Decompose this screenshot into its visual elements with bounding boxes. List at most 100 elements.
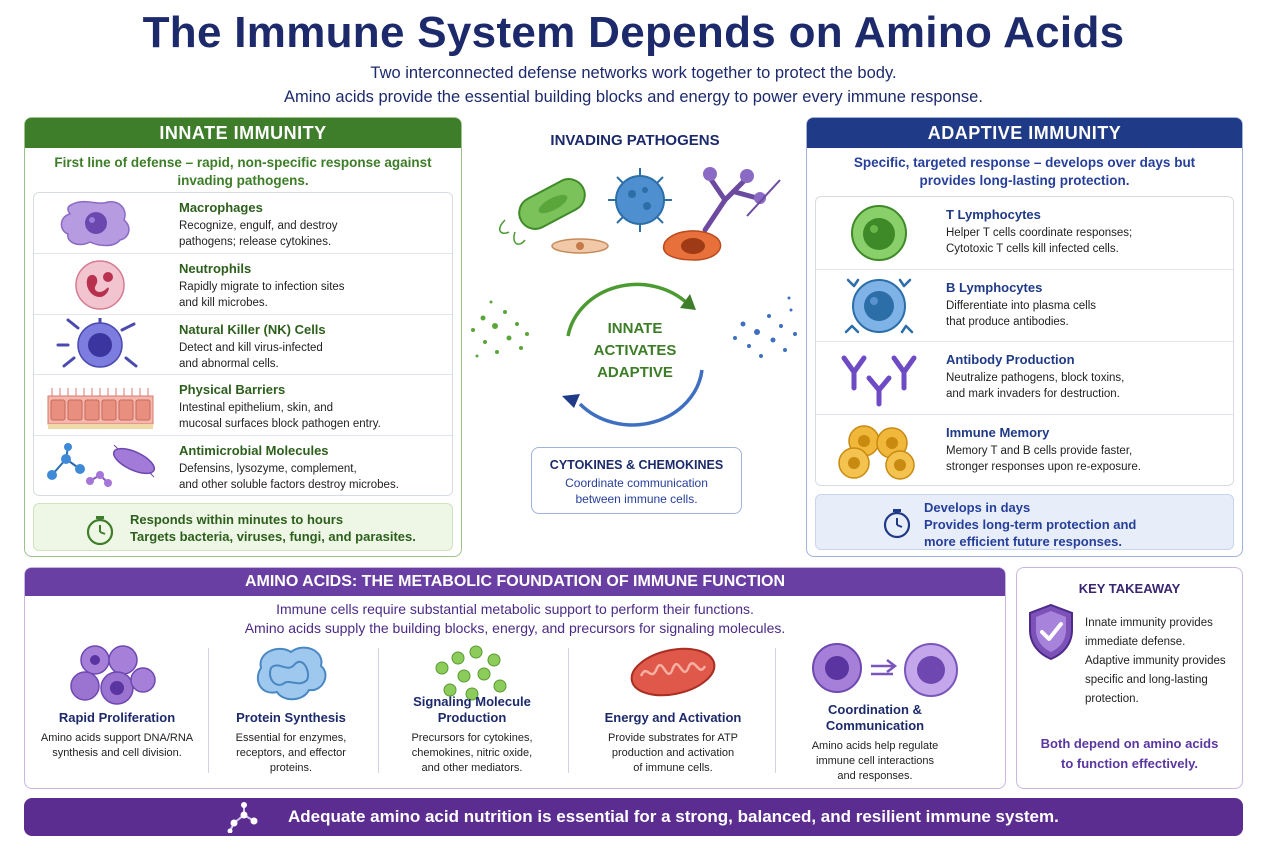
amino-column-desc: Precursors for cytokines, chemokines, ni… xyxy=(411,732,533,774)
amino-column-desc: Essential for enzymes, receptors, and ef… xyxy=(235,732,347,774)
key-takeaway-footer: Both depend on amino acids to function e… xyxy=(1040,736,1219,771)
item-name: Antibody Production xyxy=(946,352,1075,367)
macrophage-icon xyxy=(60,200,130,247)
amino-desc-1: Immune cells require substantial metabol… xyxy=(276,601,754,617)
adaptive-note-line-1: Develops in days xyxy=(924,500,1031,515)
list-item: Macrophages Recognize, engulf, and destr… xyxy=(34,193,452,254)
innate-description: First line of defense – rapid, non-speci… xyxy=(54,155,432,188)
divider xyxy=(208,648,209,773)
item-name: B Lymphocytes xyxy=(946,279,1043,295)
page-subtitle-2: Amino acids provide the essential buildi… xyxy=(284,88,983,106)
item-name: Immune Memory xyxy=(946,424,1050,440)
innate-timing-note: Responds within minutes to hours Targets… xyxy=(33,503,453,551)
list-item: Antimicrobial Molecules Defensins, lysoz… xyxy=(34,436,452,497)
cycle-line-2: ACTIVATES xyxy=(593,342,677,359)
amino-column-desc: Provide substrates for ATP production an… xyxy=(607,732,739,774)
item-name: Neutrophils xyxy=(179,260,252,276)
molecule-icon xyxy=(47,443,156,488)
t-cell-icon xyxy=(851,205,907,261)
signal-dots-right-icon xyxy=(733,296,797,358)
adaptive-immunity-panel: ADAPTIVE IMMUNITY Specific, targeted res… xyxy=(806,117,1243,557)
item-name: Antimicrobial Molecules xyxy=(179,443,329,459)
list-item: Antibody Production Neutralize pathogens… xyxy=(816,342,1233,415)
list-item: T Lymphocytes Helper T cells coordinate … xyxy=(816,197,1233,270)
item-desc: Neutralize pathogens, block toxins, and … xyxy=(946,372,1125,400)
list-item: Neutrophils Rapidly migrate to infection… xyxy=(34,254,452,315)
list-item: B Lymphocytes Differentiate into plasma … xyxy=(816,270,1233,342)
protein-icon xyxy=(256,646,327,701)
divider xyxy=(775,648,776,773)
bottom-banner: Adequate amino acid nutrition is essenti… xyxy=(24,798,1243,836)
epithelium-icon xyxy=(47,388,154,430)
adaptive-cell-list: T Lymphocytes Helper T cells coordinate … xyxy=(815,196,1234,486)
banner-text: Adequate amino acid nutrition is essenti… xyxy=(288,807,1059,826)
amino-column-name: Coordination & Communication xyxy=(825,702,925,733)
mitochondria-icon xyxy=(630,647,716,697)
stopwatch-icon xyxy=(883,509,911,539)
adaptive-note-line-2: Provides long-term protection and xyxy=(924,517,1137,532)
page-subtitle-1: Two interconnected defense networks work… xyxy=(370,64,897,82)
list-item: Physical Barriers Intestinal epithelium,… xyxy=(34,375,452,437)
signaling-molecules-icon xyxy=(435,645,507,701)
item-desc: Memory T and B cells provide faster, str… xyxy=(946,444,1141,473)
activation-cycle-icon xyxy=(562,282,704,427)
memory-cells-icon xyxy=(838,424,915,480)
key-takeaway-title: KEY TAKEAWAY xyxy=(1078,581,1181,596)
cytokines-title: CYTOKINES & CHEMOKINES xyxy=(549,458,724,472)
pathogens-title: INVADING PATHOGENS xyxy=(550,132,720,149)
amino-column-name: Energy and Activation xyxy=(604,710,742,725)
item-name: Physical Barriers xyxy=(179,382,286,398)
cycle-label: INNATE ACTIVATES ADAPTIVE xyxy=(560,318,710,384)
item-desc: Recognize, engulf, and destroy pathogens… xyxy=(179,220,338,248)
divider xyxy=(568,648,569,773)
innate-note-line-1: Responds within minutes to hours xyxy=(130,512,344,527)
cycle-line-1: INNATE xyxy=(607,320,663,337)
item-name: Macrophages xyxy=(179,200,263,215)
item-desc: Differentiate into plasma cells that pro… xyxy=(946,299,1096,328)
amino-column: Rapid Proliferation Amino acids support … xyxy=(25,638,209,786)
pathogens-illustration-icon xyxy=(499,167,781,261)
list-item: Natural Killer (NK) Cells Detect and kil… xyxy=(34,315,452,376)
page-title: The Immune System Depends on Amino Acids xyxy=(142,8,1125,57)
shield-check-icon xyxy=(1029,603,1073,661)
neutrophil-icon xyxy=(75,260,125,310)
divider xyxy=(378,648,379,773)
cytokines-desc: Coordinate communication between immune … xyxy=(565,476,708,506)
nk-cell-icon xyxy=(56,317,138,368)
item-desc: Rapidly migrate to infection sites and k… xyxy=(179,280,345,309)
innate-title: INNATE IMMUNITY xyxy=(25,118,461,148)
item-desc: Helper T cells coordinate responses; Cyt… xyxy=(946,227,1133,255)
amino-column: Energy and Activation Provide substrates… xyxy=(581,638,765,786)
list-item: Immune Memory Memory T and B cells provi… xyxy=(816,415,1233,488)
key-takeaway-text: Innate immunity provides immediate defen… xyxy=(1085,617,1226,705)
adaptive-description: Specific, targeted response – develops o… xyxy=(853,155,1196,188)
adaptive-note-line-3: more efficient future responses. xyxy=(924,534,1122,549)
adaptive-title: ADAPTIVE IMMUNITY xyxy=(807,118,1242,148)
item-name: T Lymphocytes xyxy=(946,207,1041,222)
key-takeaway-box: KEY TAKEAWAY Innate immunity provides im… xyxy=(1016,567,1243,789)
item-desc: Intestinal epithelium, skin, and mucosal… xyxy=(179,402,381,431)
innate-cell-list: Macrophages Recognize, engulf, and destr… xyxy=(33,192,453,496)
innate-immunity-panel: INNATE IMMUNITY First line of defense – … xyxy=(24,117,462,557)
cycle-line-3: ADAPTIVE xyxy=(597,364,673,381)
amino-column-name: Signaling Molecule Production xyxy=(413,694,531,725)
item-desc: Defensins, lysozyme, complement, and oth… xyxy=(179,463,399,492)
b-cell-icon xyxy=(844,278,914,333)
stopwatch-icon xyxy=(86,516,114,546)
amino-title: AMINO ACIDS: THE METABOLIC FOUNDATION OF… xyxy=(25,568,1005,596)
amino-column-desc: Amino acids help regulate immune cell in… xyxy=(811,740,939,782)
dividing-cells-icon xyxy=(70,645,156,705)
cytokines-box: CYTOKINES & CHEMOKINES Coordinate commun… xyxy=(531,447,742,514)
molecule-icon xyxy=(227,802,258,833)
signal-dots-left-icon xyxy=(471,300,529,358)
amino-column: Protein Synthesis Essential for enzymes,… xyxy=(199,638,383,786)
amino-acids-section: AMINO ACIDS: THE METABOLIC FOUNDATION OF… xyxy=(24,567,1006,789)
innate-note-line-2: Targets bacteria, viruses, fungi, and pa… xyxy=(130,529,416,544)
cell-communication-icon xyxy=(812,643,958,697)
item-name: Natural Killer (NK) Cells xyxy=(179,321,326,337)
adaptive-timing-note: Develops in days Provides long-term prot… xyxy=(815,494,1234,550)
item-desc: Detect and kill virus-infected and abnor… xyxy=(179,341,323,370)
amino-column: Coordination & Communication Amino acids… xyxy=(783,638,967,786)
amino-column-name: Rapid Proliferation xyxy=(58,710,176,725)
amino-column-desc: Amino acids support DNA/RNA synthesis an… xyxy=(40,732,194,759)
